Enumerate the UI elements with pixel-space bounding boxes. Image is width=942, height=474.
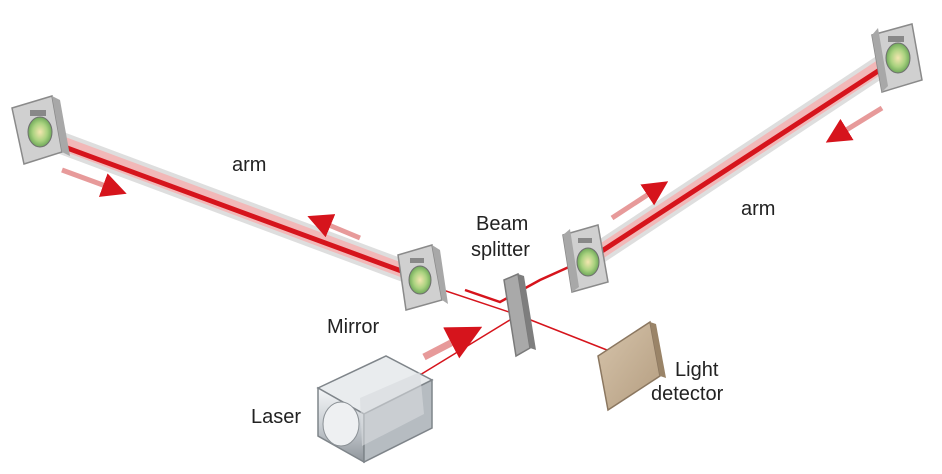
right-arm	[574, 44, 909, 273]
arrow-right-return	[825, 105, 884, 143]
left-near-mirror	[397, 244, 448, 311]
beam-splitter	[503, 272, 536, 358]
label-light-detector-line2: detector	[651, 383, 724, 405]
arrow-left-outward	[61, 167, 127, 197]
label-beam-splitter-line2: splitter	[471, 239, 530, 261]
light-detector	[597, 320, 666, 412]
direction-arrows	[61, 105, 884, 361]
left-arm	[29, 124, 426, 286]
arrow-laser-output	[422, 326, 483, 361]
right-arm-laser-beam	[583, 55, 900, 265]
label-arm-right: arm	[741, 198, 775, 220]
label-beam-splitter-line1: Beam	[476, 213, 528, 235]
right-near-mirror	[562, 224, 609, 293]
label-mirror: Mirror	[327, 316, 380, 338]
label-laser: Laser	[251, 406, 301, 428]
laser-device	[316, 355, 434, 464]
label-light-detector-line1: Light	[675, 359, 719, 381]
label-arm-left: arm	[232, 154, 266, 176]
arrow-right-outward	[610, 181, 669, 221]
arrow-left-return	[307, 214, 361, 241]
right-end-mirror	[871, 23, 923, 93]
left-end-mirror	[11, 95, 70, 165]
left-arm-laser-beam	[39, 135, 416, 279]
